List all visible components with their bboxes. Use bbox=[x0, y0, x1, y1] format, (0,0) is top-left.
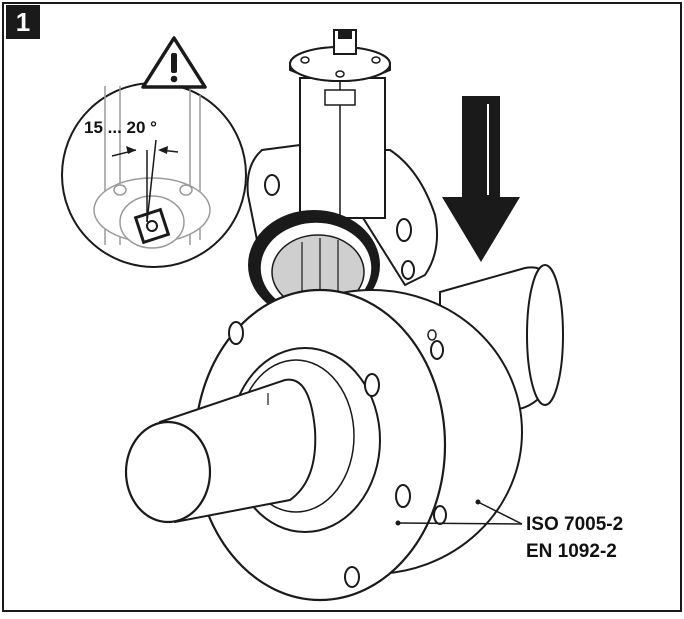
top-flange bbox=[289, 29, 391, 82]
standard-label-iso: ISO 7005-2 bbox=[526, 514, 624, 535]
warning-triangle-icon bbox=[141, 36, 207, 89]
standards-leader-lines bbox=[395, 499, 523, 526]
front-pipe bbox=[124, 378, 317, 524]
detail-callout-circle bbox=[61, 82, 247, 268]
valve-body bbox=[246, 143, 438, 287]
standard-label-en: EN 1092-2 bbox=[526, 541, 617, 562]
diagram-border bbox=[2, 2, 682, 612]
down-arrow-icon bbox=[442, 96, 520, 262]
valve-stem bbox=[299, 77, 386, 219]
step-number-badge: 1 bbox=[6, 5, 40, 39]
angle-range-label: 15 ... 20 ° bbox=[84, 118, 157, 137]
